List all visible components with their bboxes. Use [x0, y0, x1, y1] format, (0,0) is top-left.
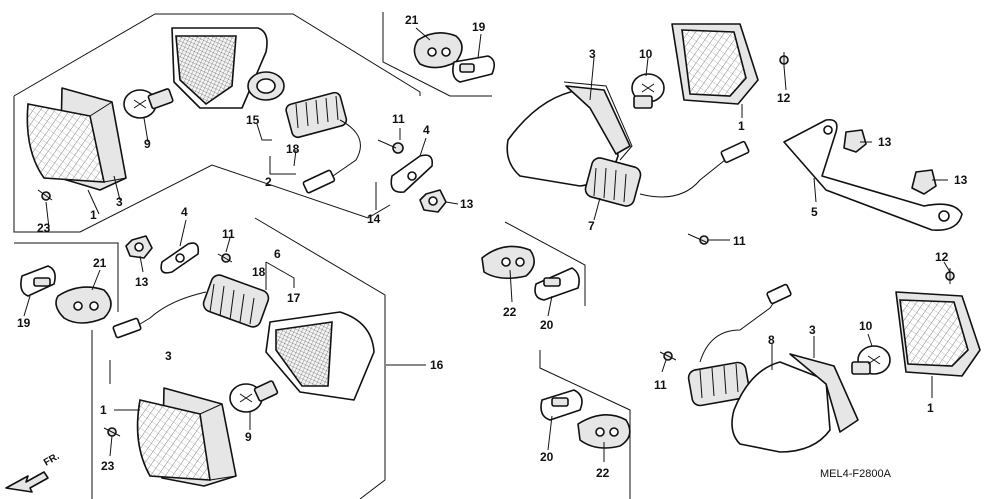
pad-22-upper — [481, 245, 535, 280]
callout-4: 4 — [181, 205, 188, 219]
bulb-lower-left — [229, 380, 279, 413]
bulb-upper-right — [631, 73, 665, 109]
screw-11-lower-right — [659, 351, 677, 361]
assembly-frame-middle — [504, 221, 631, 499]
screw-12-upper — [779, 52, 789, 68]
callout-23: 23 — [37, 221, 51, 235]
plate-19-lower — [20, 265, 56, 297]
callout-19: 19 — [472, 20, 486, 34]
callout-2: 2 — [265, 175, 272, 189]
screw-11-lower — [217, 253, 233, 263]
pad-22-lower — [577, 414, 631, 449]
callout-13: 13 — [878, 135, 892, 149]
callout-20: 20 — [540, 450, 554, 464]
callout-3: 3 — [589, 47, 596, 61]
housing-upper-right — [506, 81, 633, 187]
callout-7: 7 — [588, 219, 595, 233]
assembly-frame-left-small — [14, 242, 119, 312]
callout-23: 23 — [101, 459, 115, 473]
callout-5: 5 — [811, 205, 818, 219]
plate-20-lower — [540, 389, 583, 421]
callout-1: 1 — [100, 403, 107, 417]
housing-lower-left — [265, 311, 375, 401]
pad-21-lower — [55, 286, 112, 324]
lens-upper-left — [26, 87, 127, 191]
callout-21: 21 — [93, 256, 107, 270]
callout-15: 15 — [246, 113, 260, 127]
callout-1: 1 — [927, 401, 934, 415]
bracket-5 — [783, 118, 963, 231]
screw-11-upper — [377, 139, 404, 154]
plate-19-upper — [452, 55, 496, 83]
nut-13-right-a — [843, 129, 867, 153]
callout-19: 19 — [17, 316, 31, 330]
diagram-code: MEL4-F2800A — [820, 468, 892, 480]
callout-20: 20 — [540, 318, 554, 332]
socket-upper-left — [285, 91, 361, 194]
callout-11: 11 — [733, 234, 746, 248]
callout-1: 1 — [90, 208, 97, 222]
nut-13-upper — [419, 189, 447, 213]
callout-9: 9 — [245, 430, 252, 444]
callout-labels: 1 3 9 23 15 18 2 14 11 4 13 21 19 6 18 1… — [17, 13, 968, 480]
screw-23-upper — [37, 189, 53, 201]
housing-lower-right — [731, 353, 859, 453]
callout-10: 10 — [859, 319, 873, 333]
callout-12: 12 — [935, 250, 949, 264]
callout-1: 1 — [738, 119, 745, 133]
callout-4: 4 — [423, 123, 430, 137]
callout-10: 10 — [639, 47, 653, 61]
callout-11: 11 — [222, 227, 235, 241]
bulb-upper-left — [123, 88, 174, 119]
bulb-lower-right — [851, 345, 891, 375]
plate-20-upper — [534, 267, 580, 301]
callout-14: 14 — [367, 212, 381, 226]
callout-18: 18 — [286, 142, 300, 156]
callout-18: 18 — [252, 265, 266, 279]
screw-11-right — [687, 233, 709, 245]
callout-3: 3 — [116, 195, 123, 209]
housing-upper-left — [171, 27, 285, 109]
callout-22: 22 — [503, 305, 517, 319]
screw-23-lower — [103, 427, 121, 437]
callout-3: 3 — [165, 349, 172, 363]
socket-upper-right — [584, 140, 750, 207]
callout-16: 16 — [430, 358, 444, 372]
callout-8: 8 — [768, 333, 775, 347]
callout-21: 21 — [405, 13, 419, 27]
plate-4-lower — [160, 242, 200, 274]
callout-9: 9 — [144, 137, 151, 151]
lens-lower-right — [895, 291, 981, 377]
socket-lower-right — [687, 283, 792, 407]
callout-13: 13 — [135, 275, 149, 289]
callout-11: 11 — [654, 378, 667, 392]
lens-upper-right — [671, 23, 759, 105]
assembly-frame-upper-left — [13, 13, 421, 233]
callout-3: 3 — [809, 323, 816, 337]
assembly-frame-lower-left — [91, 217, 386, 499]
callout-17: 17 — [287, 291, 301, 305]
nut-13-lower — [125, 235, 153, 259]
leader-lines — [23, 27, 951, 462]
callout-12: 12 — [777, 91, 791, 105]
front-direction-indicator: FR. — [5, 451, 62, 493]
assembly-frame-upper-right — [382, 12, 492, 97]
callout-11: 11 — [392, 112, 405, 126]
nut-13-right-b — [911, 169, 937, 195]
callout-22: 22 — [596, 466, 610, 480]
plate-4-upper — [390, 154, 434, 193]
callout-13: 13 — [954, 173, 968, 187]
screw-12-lower — [945, 268, 955, 284]
socket-lower-left — [112, 274, 270, 339]
callout-6: 6 — [274, 247, 281, 261]
callout-13: 13 — [460, 197, 474, 211]
front-label: FR. — [42, 451, 62, 469]
lens-lower-left — [136, 387, 237, 487]
